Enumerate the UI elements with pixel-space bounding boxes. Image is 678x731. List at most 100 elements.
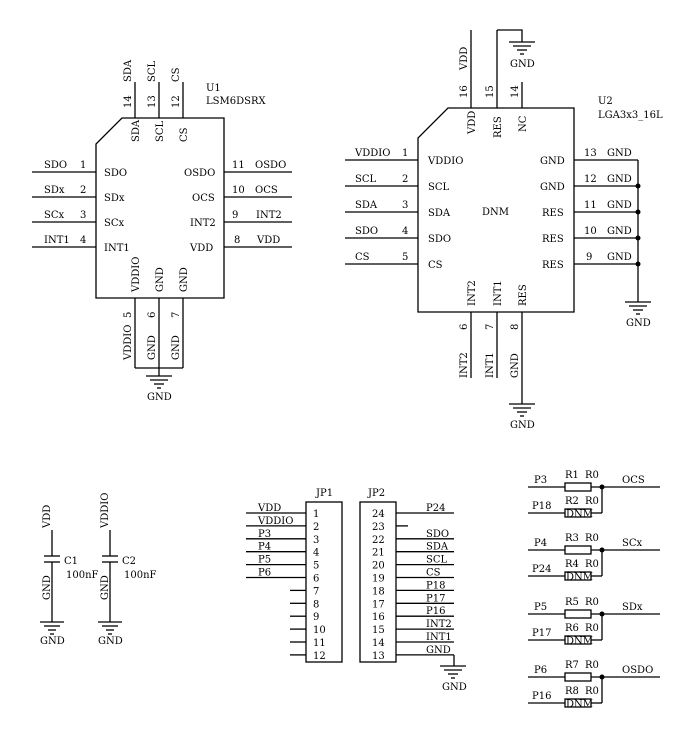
u1-right-pin: OSDO 11 OSDO (184, 160, 292, 179)
jp1-pin-number: 6 (313, 574, 319, 585)
jp2-ref: JP2 (367, 488, 385, 499)
u1-bottom-label: GND (155, 267, 166, 292)
u2-bottom-num: 7 (485, 324, 496, 330)
jp2-gnd-label: GND (442, 682, 467, 693)
u1-bottom-num: 7 (171, 312, 182, 318)
resistor-body (564, 672, 592, 682)
jp1-pin-net: VDDIO (257, 516, 293, 527)
u2-center-label: DNM (482, 207, 509, 218)
jp2-pin-net: P24 (426, 503, 445, 514)
resistor-body (564, 609, 592, 619)
u2-bottom-num: 8 (510, 324, 521, 330)
u2-bottom-pin: INT2 6 INT2 (459, 280, 478, 378)
u2-left-pin: SDA 3 SDA (345, 200, 451, 219)
u2-left-num: 1 (402, 148, 408, 159)
resistor-value: R0 (585, 470, 599, 481)
u2-left-pin: SDO 4 SDO (345, 226, 451, 245)
jp2-pin: 24 P24 (372, 503, 454, 520)
u1-right-pin: INT2 9 INT2 (190, 210, 292, 229)
u1-left-pin: INT1 4 INT1 (32, 235, 130, 254)
u1-right-num: 11 (232, 160, 245, 171)
u2-bottom-label: RES (518, 284, 529, 306)
jp1-pin-net: P3 (258, 529, 271, 540)
resistor-value: R0 (585, 496, 599, 507)
jp2-pin-number: 17 (372, 599, 385, 610)
u1-right-net: OCS (255, 185, 278, 196)
jp2-pin-net: GND (426, 645, 451, 656)
u1-top-net: CS (171, 67, 182, 82)
u1-left-net: SDx (44, 185, 65, 196)
u2-left-num: 2 (402, 174, 408, 185)
u1-right-net: OSDO (255, 160, 286, 171)
connector-jp2: JP2 GND 24P242322SDO21SDA20SCL19CS18P181… (359, 488, 467, 693)
u1-right-label: OCS (192, 193, 215, 204)
u1-bottom-num: 5 (123, 312, 134, 318)
u1-top-num: 13 (147, 95, 158, 108)
u2-right-label: GND (540, 182, 565, 193)
resistor-output-net: OCS (622, 475, 645, 486)
u1-right-pin: OCS 10 OCS (192, 185, 292, 204)
u2-top-label: RES (493, 116, 504, 138)
u2-left-net: VDDIO (354, 148, 390, 159)
resistor-value: R0 (585, 533, 599, 544)
junction-dot (599, 484, 605, 490)
resistor-input-net: P24 (532, 564, 551, 575)
u2-top-num: 15 (485, 85, 496, 98)
junction-dot (599, 547, 605, 553)
jp1-pin-net: VDD (257, 503, 281, 514)
jp2-pin-net: INT1 (426, 632, 452, 643)
u1-right-label: OSDO (184, 168, 215, 179)
junction-dot (635, 235, 641, 241)
jp2-body (359, 501, 397, 663)
u1-left-net: SCx (44, 210, 65, 221)
jp2-pin-net: P18 (426, 580, 445, 591)
u2-left-label: SCL (428, 182, 450, 193)
u1-left-net: SDO (44, 160, 67, 171)
u2-bottom-pin: INT1 7 INT1 (485, 280, 504, 378)
u2-ref: U2 (598, 96, 613, 107)
resistor-value: R0 (585, 597, 599, 608)
u1-top-net: SDA (123, 59, 134, 82)
u2-bottom-net: INT2 (459, 352, 470, 378)
u1-bottom-label: VDDIO (131, 257, 142, 293)
jp2-pin-net: SDO (426, 529, 449, 540)
u2-part: LGA3x3_16L (598, 110, 663, 121)
resistor-input-net: P3 (534, 475, 547, 486)
u1-right-label: INT2 (190, 218, 216, 229)
c1-ground-symbol (40, 621, 64, 635)
jp2-pin-number: 18 (372, 586, 385, 597)
resistor-value: R0 (585, 686, 599, 697)
u1-bottom-net: GND (171, 335, 182, 360)
c1-net: VDD (42, 505, 53, 529)
resistor-input-net: P16 (532, 691, 551, 702)
u2-top-net: VDD (459, 47, 470, 71)
resistor-input-net: P6 (534, 665, 547, 676)
u2-right-pin: GND 12 GND (540, 174, 638, 193)
u2-left-label: SDO (428, 234, 451, 245)
c1-gnd-net: GND (42, 575, 53, 600)
resistor-ref: R6 (565, 623, 579, 634)
u2-left-num: 4 (402, 226, 408, 237)
jp2-pin-number: 24 (372, 509, 385, 520)
u1-part: LSM6DSRX (206, 96, 266, 107)
u2-left-net: SCL (355, 174, 377, 185)
jp2-pin-number: 23 (372, 522, 385, 533)
u1-body (95, 117, 225, 299)
jp1-pin-number: 5 (313, 561, 319, 572)
jp1-pin: 6P6 (246, 568, 319, 585)
u2-top-pin: 15 RES (485, 30, 504, 138)
dnm-label: DNM (566, 572, 593, 583)
u2-bottom-net: GND (510, 353, 521, 378)
jp1-pin: 3P3 (246, 529, 319, 546)
u1-right-num: 8 (234, 235, 240, 246)
u1-top-pin: CS 12 CS (171, 67, 190, 142)
resistor-ref: R5 (565, 597, 579, 608)
u1-ref: U1 (206, 83, 221, 94)
u2-right-label: RES (542, 208, 564, 219)
u2-bottom-label: INT2 (467, 280, 478, 306)
